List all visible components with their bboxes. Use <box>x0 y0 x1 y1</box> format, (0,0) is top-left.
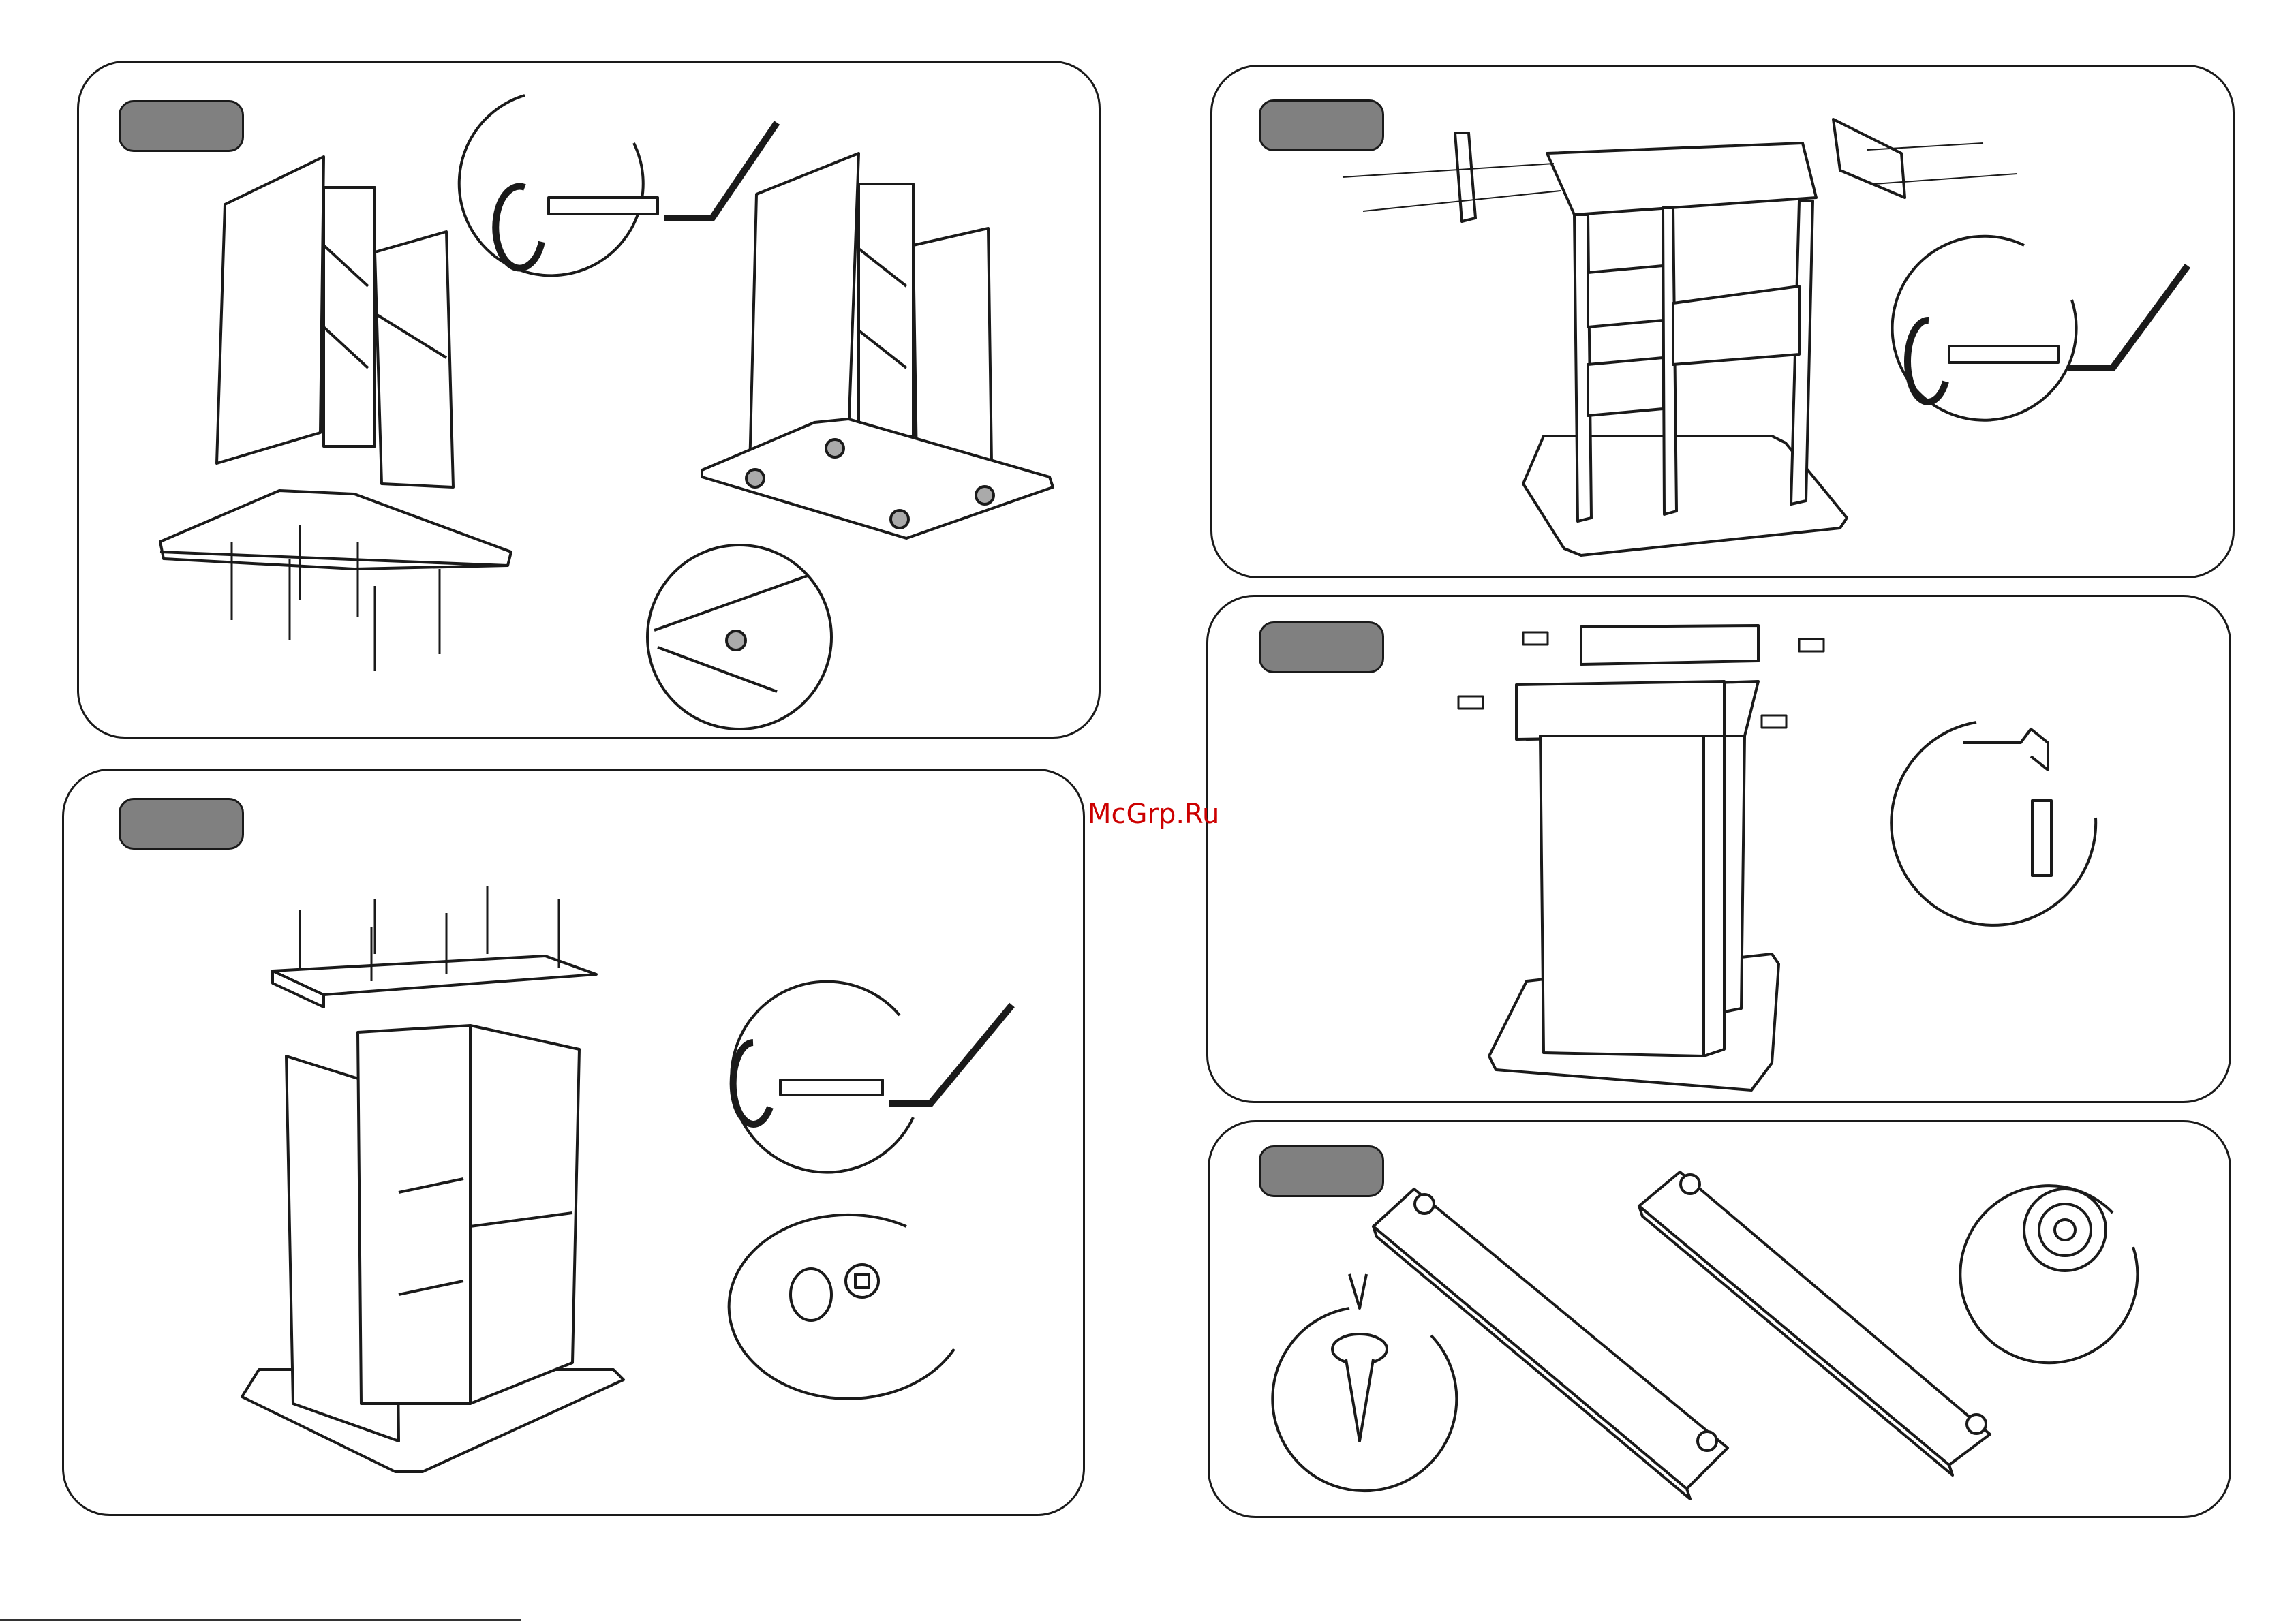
step-3-badge <box>1259 99 1384 151</box>
step-2-badge <box>119 798 244 850</box>
watermark-text: McGrp.Ru <box>1088 799 1219 830</box>
step-5-badge <box>1259 1145 1384 1197</box>
step-1-panel <box>77 61 1101 739</box>
step-4-panel <box>1206 595 2231 1103</box>
step-4-badge <box>1259 621 1384 673</box>
step-3-panel <box>1210 65 2235 578</box>
step-2-panel <box>62 769 1085 1516</box>
page-footer-rule <box>0 1619 521 1621</box>
step-5-panel <box>1208 1120 2231 1518</box>
step-1-badge <box>119 100 244 152</box>
